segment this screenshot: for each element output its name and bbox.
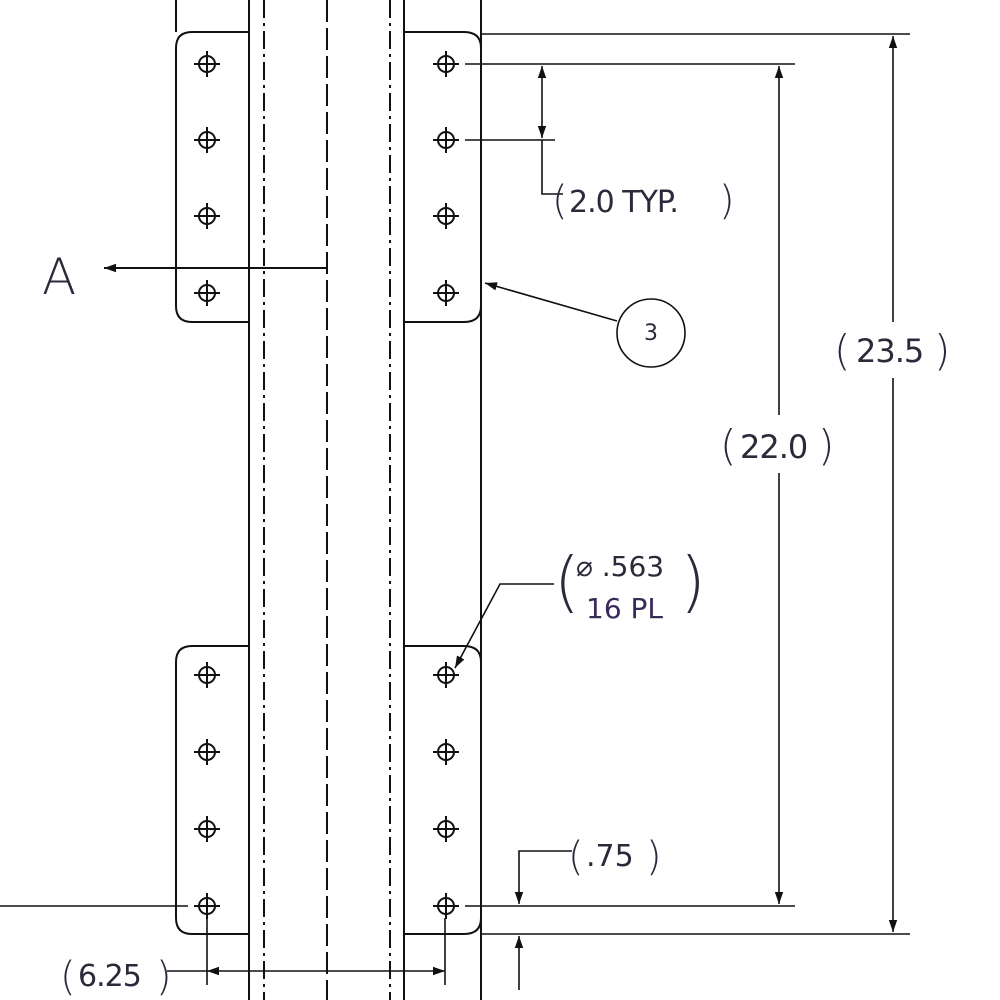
crosshair-hole-icon <box>194 51 220 77</box>
svg-text:(: ( <box>554 543 580 620</box>
dimension-typ-spacing: ( 2.0 TYP. ) <box>537 66 735 224</box>
crosshair-hole-icon <box>194 739 220 765</box>
crosshair-hole-icon <box>433 662 459 688</box>
svg-text:(: ( <box>720 421 736 470</box>
section-label: A <box>42 248 76 306</box>
svg-text:(: ( <box>60 954 76 1000</box>
section-cut-a: A <box>42 248 327 306</box>
svg-text:(: ( <box>568 834 584 880</box>
plate-bottom-right <box>404 645 482 935</box>
hole-diameter: ⌀ .563 <box>576 550 664 583</box>
plate-top-right <box>404 31 482 323</box>
hole-count: 16 PL <box>586 592 663 625</box>
plate-bottom-left <box>175 645 249 935</box>
dimension-center-offset: ( 6.25 ) <box>60 918 446 1000</box>
mounting-plates <box>175 31 482 935</box>
svg-text:): ) <box>646 834 662 880</box>
typ-spacing-value: 2.0 TYP. <box>569 185 678 220</box>
crosshair-hole-icon <box>433 280 459 306</box>
plate-top-left <box>175 31 249 323</box>
svg-text:): ) <box>680 543 706 620</box>
crosshair-hole-icon <box>433 739 459 765</box>
hole-callout: ( ⌀ .563 16 PL ) <box>454 543 706 669</box>
extension-lines <box>0 33 910 935</box>
crosshair-hole-icon <box>194 203 220 229</box>
crosshair-hole-icon <box>194 816 220 842</box>
dimension-edge-offset: ( .75 ) <box>514 834 662 990</box>
crosshair-hole-icon <box>433 51 459 77</box>
crosshair-hole-icon <box>194 662 220 688</box>
inner-span-value: 22.0 <box>740 428 807 466</box>
crosshair-hole-icon <box>433 893 459 919</box>
dimension-inner-span: ( 22.0 ) <box>718 66 838 904</box>
svg-text:): ) <box>818 421 834 470</box>
crosshair-hole-icon <box>194 280 220 306</box>
svg-text:(: ( <box>834 326 850 375</box>
balloon-callout: 3 <box>484 282 686 368</box>
outer-span-value: 23.5 <box>856 332 923 370</box>
svg-text:): ) <box>934 326 950 375</box>
hole-pattern <box>194 51 459 919</box>
dimension-outer-span: ( 23.5 ) <box>834 36 954 932</box>
svg-text:(: ( <box>552 178 568 224</box>
crosshair-hole-icon <box>194 127 220 153</box>
svg-text:): ) <box>156 954 172 1000</box>
column-profile <box>175 0 482 1000</box>
crosshair-hole-icon <box>433 816 459 842</box>
crosshair-hole-icon <box>194 893 220 919</box>
edge-offset-value: .75 <box>586 839 634 874</box>
crosshair-hole-icon <box>433 127 459 153</box>
balloon-number: 3 <box>644 321 658 346</box>
crosshair-hole-icon <box>433 203 459 229</box>
svg-text:): ) <box>719 178 735 224</box>
center-offset-value: 6.25 <box>78 959 141 994</box>
